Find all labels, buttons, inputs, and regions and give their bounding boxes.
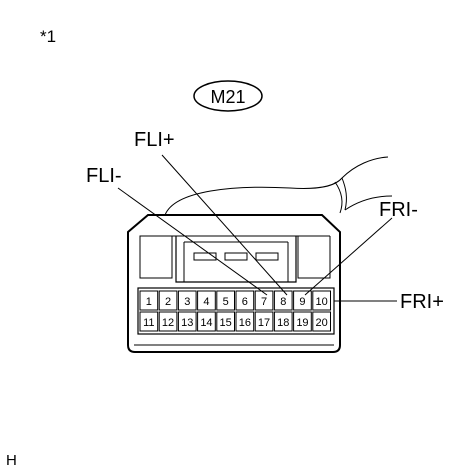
terminal-label-fli-minus: FLI- bbox=[86, 165, 122, 187]
pin-number-10: 10 bbox=[316, 296, 328, 308]
pin-cell-18 bbox=[273, 311, 293, 332]
pin-number-20: 20 bbox=[316, 317, 328, 329]
leader-fli-plus bbox=[161, 154, 288, 296]
lock-tab-inner bbox=[183, 241, 289, 282]
pin-cell-16 bbox=[235, 311, 255, 332]
pin-cell-3 bbox=[177, 290, 197, 311]
leader-fli-minus bbox=[117, 187, 268, 296]
pin-number-4: 4 bbox=[203, 296, 209, 308]
lock-slot-left bbox=[193, 252, 217, 261]
pin-cell-12 bbox=[158, 311, 178, 332]
pin-cell-4 bbox=[197, 290, 216, 311]
lock-tab-outer bbox=[175, 236, 297, 283]
pin-cell-6 bbox=[235, 290, 255, 311]
leader-fri-minus bbox=[304, 217, 393, 296]
pin-number-3: 3 bbox=[184, 296, 190, 308]
corner-letter: H bbox=[6, 452, 17, 469]
pin-number-16: 16 bbox=[239, 317, 251, 329]
pin-cell-20 bbox=[312, 311, 331, 332]
lock-slot-middle bbox=[224, 252, 248, 261]
pin-cell-14 bbox=[197, 311, 216, 332]
pin-number-8: 8 bbox=[280, 296, 286, 308]
terminal-label-fri-minus: FRI- bbox=[379, 199, 418, 221]
pin-number-2: 2 bbox=[165, 296, 171, 308]
wire-harness bbox=[164, 156, 393, 216]
pin-cell-9 bbox=[293, 290, 312, 311]
connector-id-label: M21 bbox=[210, 87, 245, 107]
terminal-label-fri-plus: FRI+ bbox=[400, 291, 444, 313]
pin-cell-15 bbox=[216, 311, 236, 332]
pin-cell-19 bbox=[293, 311, 312, 332]
pin-cell-2 bbox=[158, 290, 178, 311]
pin-number-12: 12 bbox=[162, 317, 174, 329]
pin-cell-13 bbox=[177, 311, 197, 332]
harness-outline-upper bbox=[164, 156, 389, 216]
pin-cell-5 bbox=[216, 290, 236, 311]
pin-cell-1 bbox=[139, 290, 159, 311]
pin-number-18: 18 bbox=[277, 317, 289, 329]
pin-number-9: 9 bbox=[299, 296, 305, 308]
pin-number-17: 17 bbox=[258, 317, 270, 329]
pin-cell-11 bbox=[139, 311, 159, 332]
pin-number-6: 6 bbox=[242, 296, 248, 308]
terminal-label-fli-plus: FLI+ bbox=[134, 129, 175, 151]
pin-cell-7 bbox=[254, 290, 274, 311]
pin-number-1: 1 bbox=[146, 296, 152, 308]
pin-cell-10 bbox=[312, 290, 331, 311]
lock-slot-right bbox=[255, 252, 279, 261]
pin-number-15: 15 bbox=[220, 317, 232, 329]
leader-lines bbox=[117, 154, 397, 302]
pin-number-14: 14 bbox=[200, 317, 212, 329]
connector-id-ellipse bbox=[193, 80, 263, 112]
harness-outline-lower bbox=[344, 195, 393, 211]
figure-note: *1 bbox=[40, 27, 56, 46]
pin-number-19: 19 bbox=[296, 317, 308, 329]
harness-inner-line bbox=[334, 181, 343, 214]
pin-cell-17 bbox=[254, 311, 274, 332]
connector-id-badge: M21 bbox=[193, 80, 263, 112]
pin-number-13: 13 bbox=[181, 317, 193, 329]
pin-number-7: 7 bbox=[261, 296, 267, 308]
pin-number-11: 11 bbox=[143, 317, 154, 329]
harness-bend bbox=[341, 177, 347, 211]
pin-number-5: 5 bbox=[223, 296, 229, 308]
